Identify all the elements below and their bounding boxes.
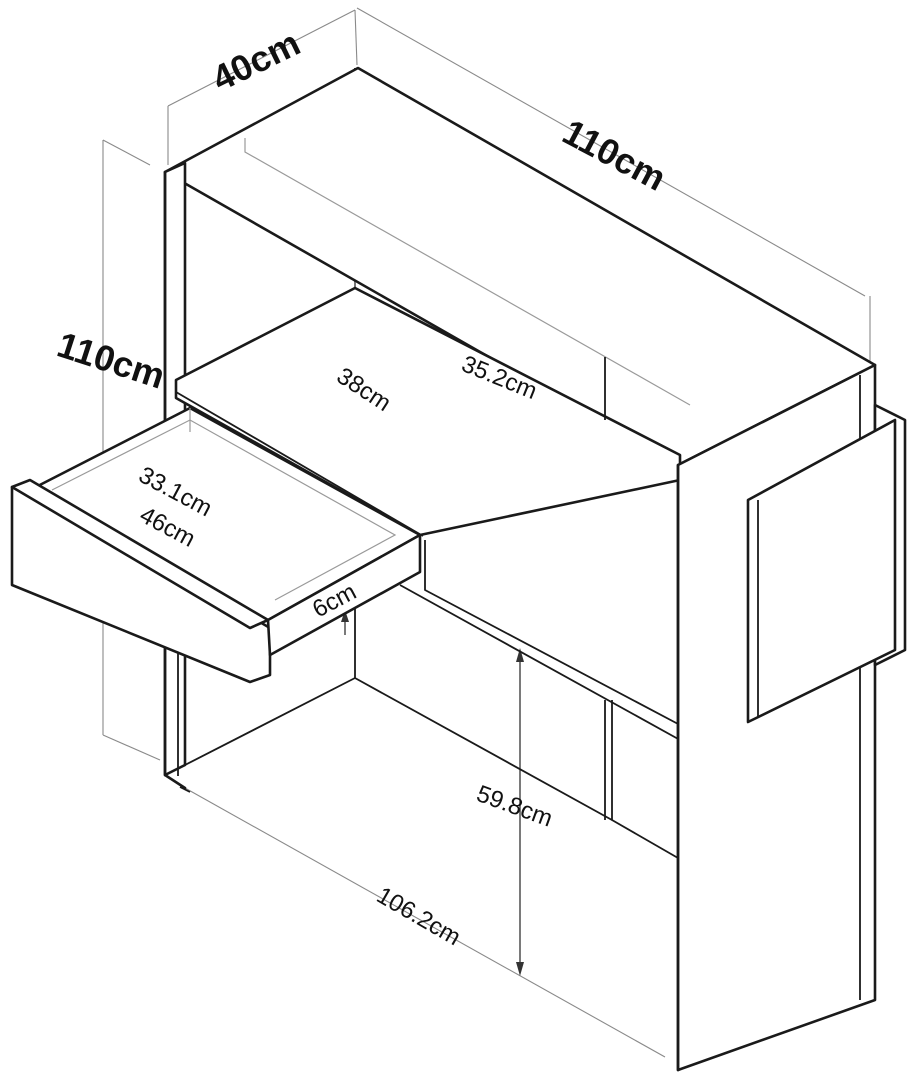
label-width: 110cm <box>556 111 672 199</box>
label-depth: 40cm <box>206 22 307 99</box>
drawer <box>10 406 422 684</box>
label-lower-height: 59.8cm <box>473 780 556 832</box>
desk-body <box>163 66 907 1072</box>
label-inner-width: 106.2cm <box>372 882 465 951</box>
label-height: 110cm <box>53 324 170 397</box>
